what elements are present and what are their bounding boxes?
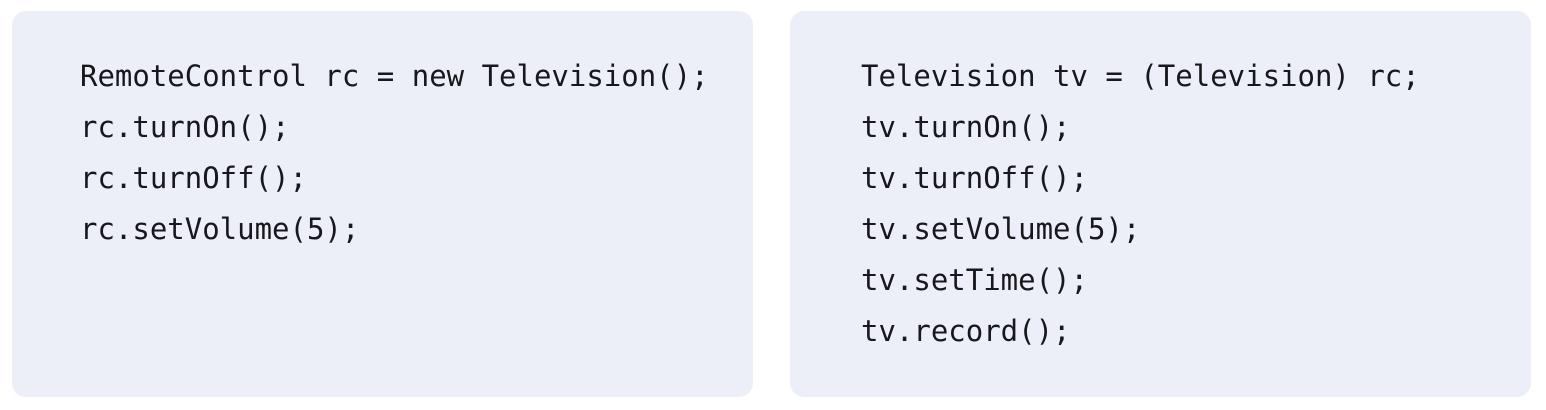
code-line: RemoteControl rc = new Television(); [80,59,709,93]
code-line: rc.turnOn(); [80,110,290,144]
code-block-television-cast: Television tv = (Television) rc; tv.turnO… [790,11,1531,357]
code-line: rc.setVolume(5); [80,212,360,246]
code-line: Television tv = (Television) rc; [861,59,1420,93]
code-panel-right: Television tv = (Television) rc; tv.turnO… [790,11,1531,397]
code-line: tv.setVolume(5); [861,212,1141,246]
code-block-remotecontrol: RemoteControl rc = new Television(); rc.t… [12,11,753,255]
code-panel-left: RemoteControl rc = new Television(); rc.t… [12,11,753,397]
code-line: rc.turnOff(); [80,161,307,195]
code-line: tv.setTime(); [861,263,1088,297]
code-line: tv.turnOff(); [861,161,1088,195]
code-line: tv.record(); [861,314,1071,348]
code-line: tv.turnOn(); [861,110,1071,144]
